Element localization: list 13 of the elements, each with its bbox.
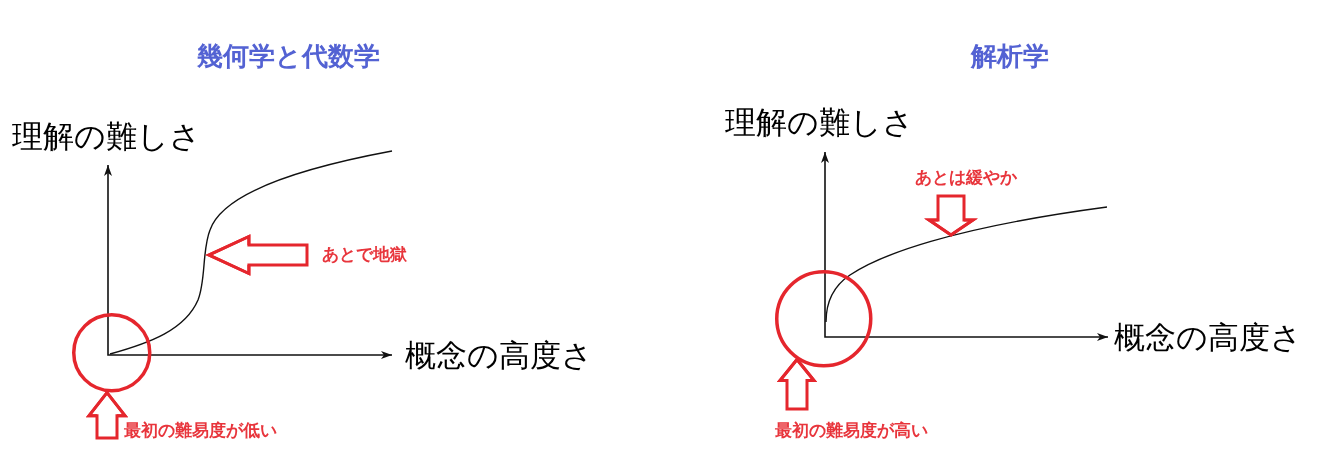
annotation: あとは緩やか [915,168,1017,188]
annotation: 最初の難易度が高い [775,421,928,441]
highlight-circle [775,270,873,368]
annotation: あとで地獄 [322,245,407,265]
axis-label: 理解の難しさ [725,105,914,141]
difficulty-curve [825,206,1108,323]
panel-title: 解析学 [971,42,1049,72]
highlight-circle [72,313,152,393]
axis-label: 理解の難しさ [12,119,201,155]
axis-label: 概念の高度さ [1114,320,1302,356]
annotation: 最初の難易度が低い [124,421,277,441]
axis-label: 概念の高度さ [405,338,593,374]
panel-title: 幾何学と代数学 [196,42,380,72]
